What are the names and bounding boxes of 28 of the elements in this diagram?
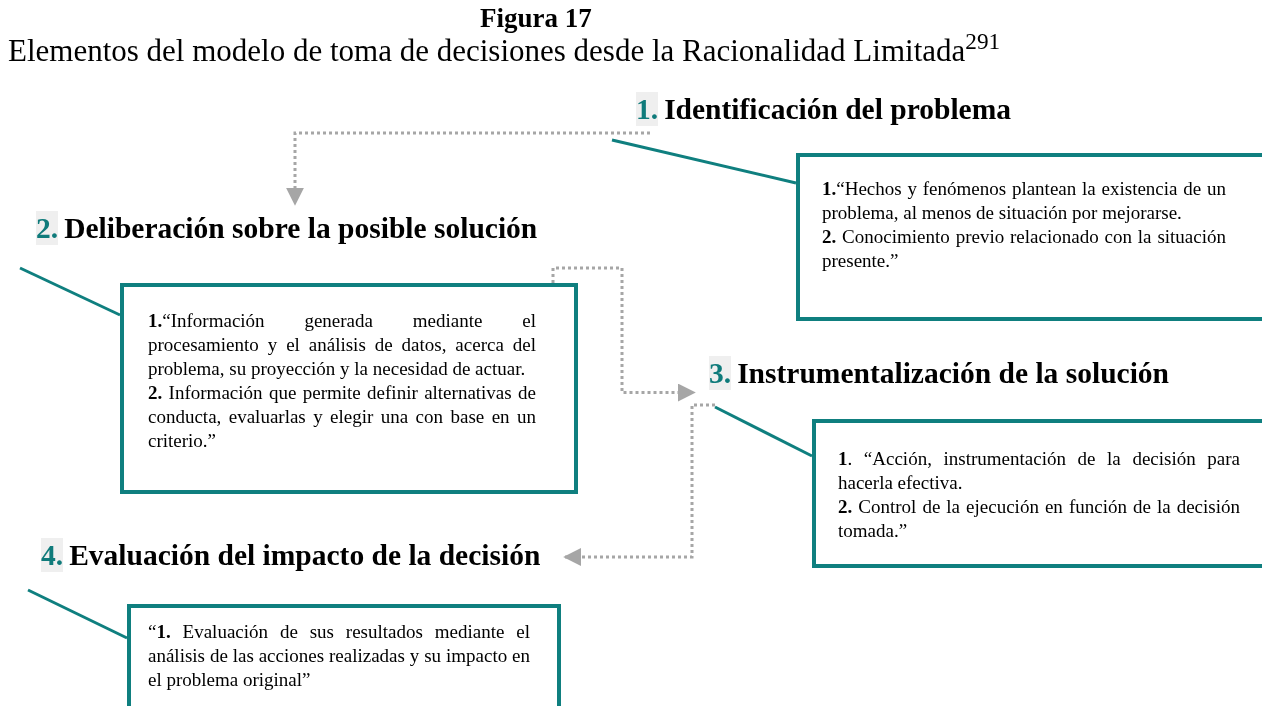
step-heading: Identificación del problema: [664, 92, 1012, 126]
step-heading: Instrumentalización de la solución: [737, 356, 1169, 390]
connector-line: [714, 405, 813, 458]
step-number: 1.: [636, 92, 659, 126]
connector-line: [19, 266, 121, 317]
figure-caption: Elementos del modelo de toma de decisiones desde la Racionalidad Limitada$^{291}$: [8, 34, 1001, 68]
dotted-arrow: [286, 131, 650, 206]
step-number: 2.: [36, 211, 59, 245]
step-number: 3.: [709, 356, 732, 390]
quote-text: 2. Conocimiento previo relacionado con la situación presente.”: [822, 225, 1226, 273]
step-number: 4.: [41, 538, 64, 572]
step-heading: Evaluación del impacto de la decisión: [69, 538, 541, 572]
quote-box: [812, 419, 1262, 568]
dotted-arrow: [563, 403, 715, 566]
dotted-arrow: [551, 266, 696, 402]
quote-text: 1.“Información generada mediante el procesamiento y el análisis de datos, acerca del problema, su proyección y la necesidad de actuar.: [148, 309, 536, 381]
connector-line: [27, 588, 128, 640]
quote-text: 1.“Hechos y fenómenos plantean la existencia de un problema, al menos de situación por mejorarse.: [822, 177, 1226, 225]
quote-box: [120, 283, 578, 494]
quote-box: [127, 604, 561, 706]
quote-text: 2. Control de la ejecución en función de la decisión tomada.”: [838, 495, 1240, 543]
step-heading: Deliberación sobre la posible solución: [64, 211, 538, 245]
connector-line: [611, 138, 797, 185]
quote-text: 1. “Acción, instrumentación de la decisión para hacerla efectiva.: [838, 447, 1240, 495]
quote-box: [796, 153, 1262, 321]
quote-text: 2. Información que permite definir alternativas de conducta, evaluarlas y elegir una con base en un criterio.”: [148, 381, 536, 453]
figure-title: Figura 17: [480, 2, 592, 34]
quote-text: “1. Evaluación de sus resultados mediante el análisis de las acciones realizadas y su impacto en el problema original”: [148, 620, 530, 692]
